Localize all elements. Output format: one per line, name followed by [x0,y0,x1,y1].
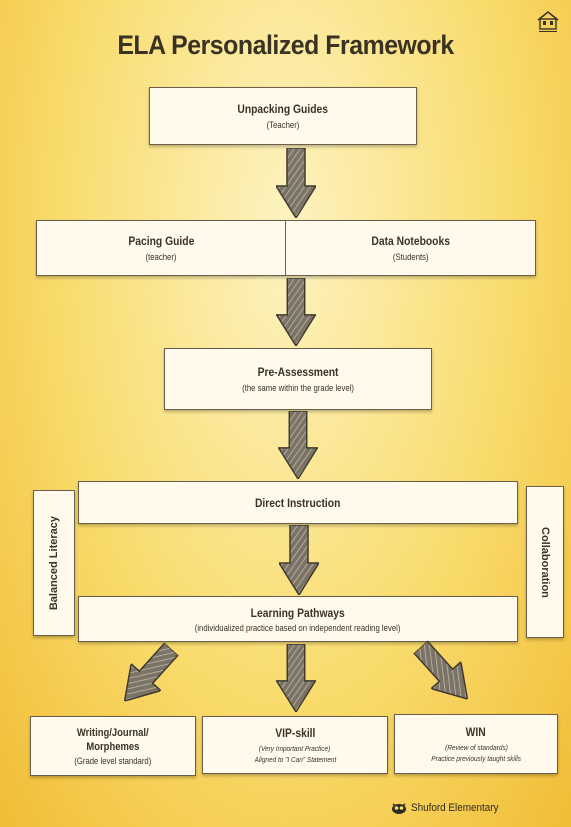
writing-journal-box: Writing/Journal/ Morphemes (Grade level … [30,716,196,776]
learning-pathways-sub: (individualized practice based on indepe… [195,622,401,633]
pre-assessment-sub: (the same within the grade level) [242,383,354,393]
down-arrow-icon [276,644,316,712]
school-name: Shuford Elementary [411,802,499,814]
writing-sub: (Grade level standard) [74,755,152,766]
pacing-data-box: Pacing Guide (teacher) Data Notebooks (S… [36,220,536,276]
data-notebooks-sub: (Students) [392,252,429,262]
direct-instruction-label: Direct Instruction [255,495,341,510]
win-practice: Practice previously taught skills [431,754,521,763]
page-title: ELA Personalized Framework [117,30,454,60]
balanced-literacy-box: Balanced Literacy [33,490,75,636]
vip-skill-label: VIP-skill [274,726,316,740]
down-arrow-icon [406,634,483,713]
vip-skill-box: VIP-skill (Very Important Practice) Alig… [202,716,388,774]
unpacking-guides-label: Unpacking Guides [237,102,329,116]
collaboration-label: Collaboration [539,526,551,598]
pre-assessment-box: Pre-Assessment (the same within the grad… [164,348,432,410]
unpacking-guides-box: Unpacking Guides (Teacher) [149,87,417,145]
writing-journal-label: Writing/Journal/ [77,726,149,739]
data-notebooks-label: Data Notebooks [371,234,450,248]
down-arrow-icon [278,411,318,479]
direct-instruction-box: Direct Instruction [78,481,518,524]
unpacking-guides-sub: (Teacher) [266,120,300,130]
pacing-guide-sub: (teacher) [145,252,177,262]
learning-pathways-box: Learning Pathways (individualized practi… [78,596,518,642]
win-box: WIN (Review of standards) Practice previ… [394,714,558,774]
learning-pathways-label: Learning Pathways [250,605,346,620]
win-label: WIN [465,725,487,739]
pacing-guide-label: Pacing Guide [128,234,194,248]
down-arrow-icon [276,278,316,346]
win-sub: (Review of standards) [444,743,508,752]
morphemes-label: Morphemes [86,740,140,753]
vip-skill-aligned: Aligned to "I Can" Statement [254,755,336,764]
house-logo-icon [537,10,559,32]
footer: Shuford Elementary [392,802,508,814]
balanced-literacy-label: Balanced Literacy [48,515,60,611]
pre-assessment-label: Pre-Assessment [257,365,339,379]
collaboration-box: Collaboration [526,486,564,638]
owl-mascot-icon [392,803,406,814]
vip-skill-sub: (Very Important Practice) [259,744,331,753]
down-arrow-icon [279,525,319,595]
down-arrow-icon [276,148,316,218]
down-arrow-icon [110,636,187,715]
